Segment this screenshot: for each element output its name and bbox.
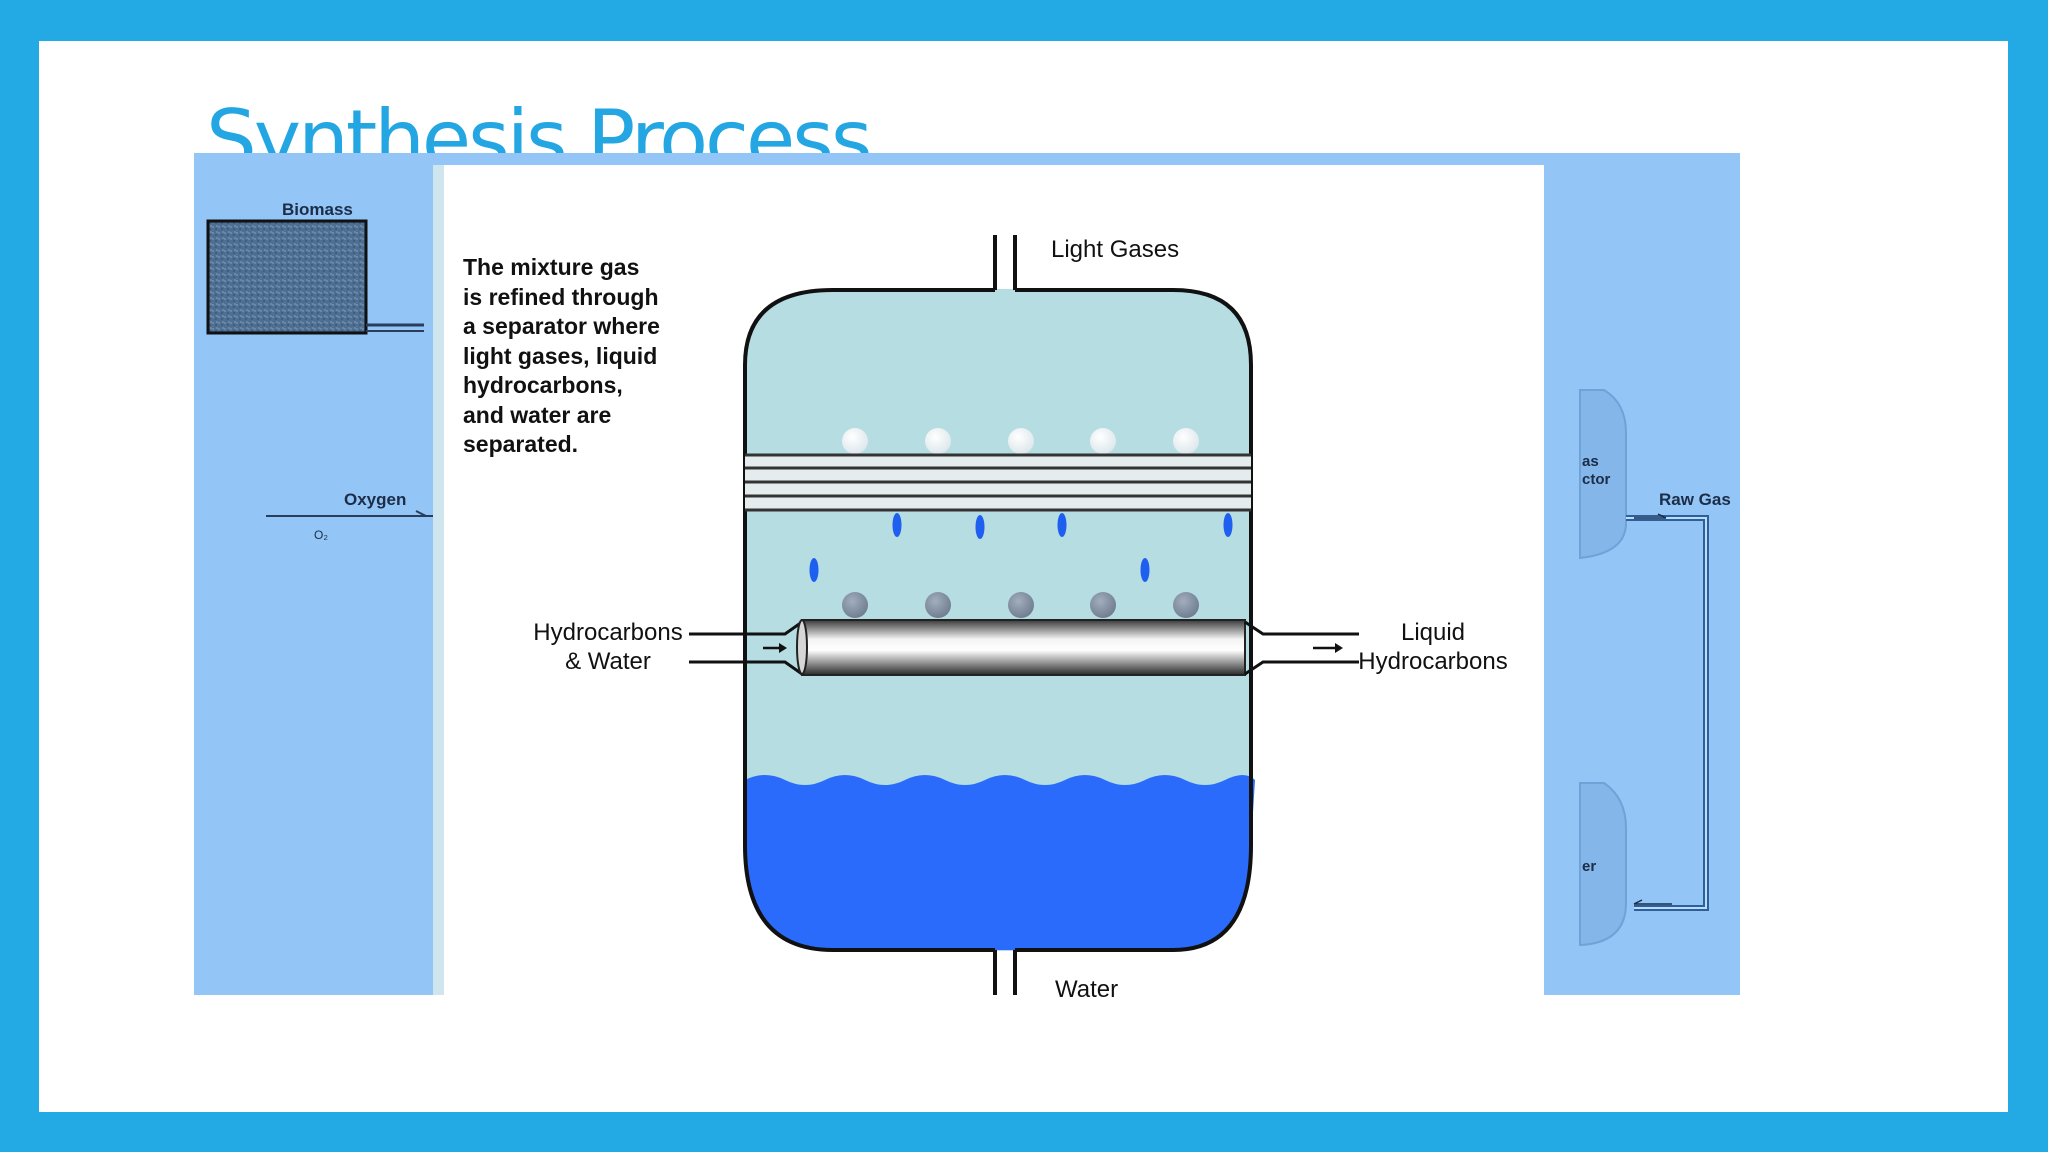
biomass-label: Biomass (282, 200, 353, 219)
liquid-droplet (1223, 513, 1233, 537)
inlet-label-line2: & Water (565, 648, 651, 675)
gas-bubble (1090, 428, 1116, 454)
separator-diagram: The mixture gas is refined through a sep… (433, 165, 1544, 1003)
biomass-bin (206, 219, 368, 335)
hydrocarbon-bubble (925, 592, 951, 618)
gas-bubble (842, 428, 868, 454)
gas-bubble (925, 428, 951, 454)
partial-label-er: er (1582, 858, 1597, 875)
hydrocarbon-bubble (1090, 592, 1116, 618)
light-gases-label: Light Gases (1051, 236, 1180, 263)
outlet-label-line2: Hydrocarbons (1358, 648, 1508, 675)
hydrocarbon-bubble (1173, 592, 1199, 618)
liquid-droplet (1140, 558, 1150, 582)
outlet-label-line1: Liquid (1400, 619, 1466, 646)
gas-bubble (1173, 428, 1199, 454)
oxygen-formula: O₂ (314, 528, 328, 542)
oxygen-label: Oxygen (344, 490, 407, 509)
gas-bubble (1008, 428, 1034, 454)
water-layer (745, 775, 1255, 950)
mesh-pad (745, 453, 1251, 512)
gas-reactor-shape (1579, 389, 1627, 560)
partial-label-ctor: ctor (1582, 471, 1611, 488)
liquid-droplet (975, 515, 985, 539)
hydrocarbon-bubble (1008, 592, 1034, 618)
liquid-droplet (1057, 513, 1067, 537)
inlet-label-line1: Hydrocarbons (533, 619, 683, 646)
raw-gas-label: Raw Gas (1659, 490, 1731, 509)
separator-drawing (433, 165, 1359, 995)
process-caption: The mixture gas is refined through a sep… (463, 254, 660, 457)
water-label: Water (1055, 976, 1119, 1003)
partial-label-as: as (1582, 453, 1599, 470)
distribution-pipe (801, 619, 1246, 676)
gasifier-shape (1579, 782, 1627, 947)
liquid-droplet (892, 513, 902, 537)
hydrocarbon-bubble (842, 592, 868, 618)
liquid-droplet (809, 558, 819, 582)
background-diagram-drawing (206, 219, 1709, 995)
